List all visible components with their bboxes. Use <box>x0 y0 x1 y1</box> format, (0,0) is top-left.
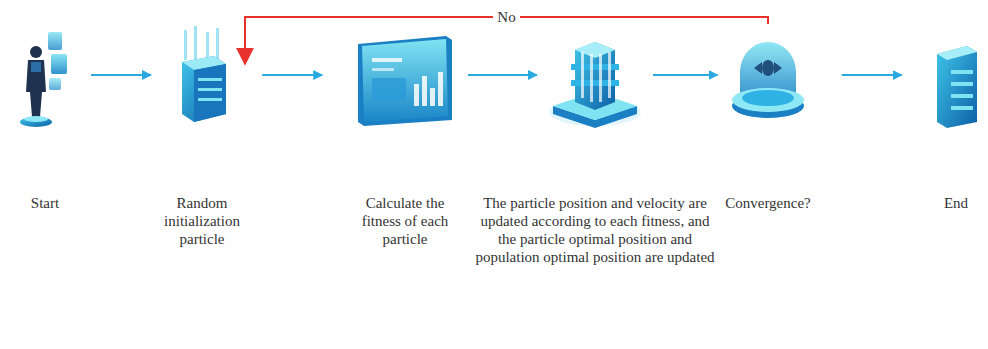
step-illustration <box>350 22 460 132</box>
step-label: Calculate the fitness of each particle <box>350 194 460 248</box>
flow-arrow <box>653 74 718 76</box>
step-label: The particle position and velocity are u… <box>475 194 715 266</box>
flow-arrow <box>91 74 151 76</box>
flow-step: Start <box>15 22 75 212</box>
edge-label: No <box>493 8 519 26</box>
step-illustration <box>18 22 73 132</box>
flow-step: The particle position and velocity are u… <box>475 22 715 266</box>
flow-step: Convergence? <box>713 22 823 212</box>
flow-step: Random initialization particle <box>147 22 257 248</box>
step-illustration <box>545 22 645 132</box>
step-illustration <box>933 22 979 132</box>
step-label: Random initialization particle <box>147 194 257 248</box>
step-label: Start <box>15 194 75 212</box>
flow-step: Calculate the fitness of each particle <box>350 22 460 248</box>
flow-arrow <box>262 74 322 76</box>
flow-arrow <box>468 74 537 76</box>
flow-step: End <box>931 22 981 212</box>
step-illustration <box>726 22 811 132</box>
step-illustration <box>170 22 235 132</box>
step-label: End <box>931 194 981 212</box>
step-label: Convergence? <box>713 194 823 212</box>
flow-arrow <box>842 74 902 76</box>
